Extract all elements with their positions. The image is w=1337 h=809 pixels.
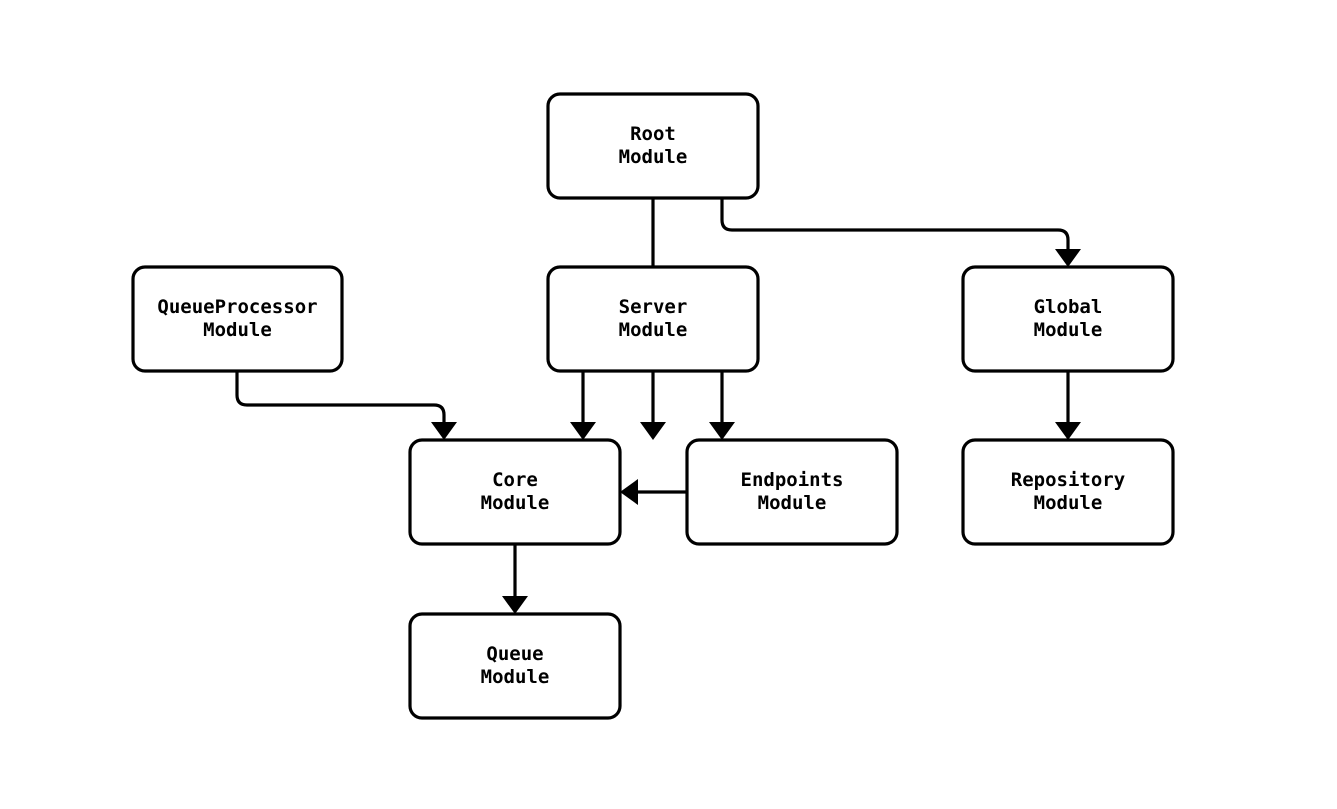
arrowhead-server-to-endpoints [709,422,735,440]
edge-root-to-global [720,198,1070,256]
node-global[interactable] [961,265,1175,373]
edge-queueprocessor-to-core [235,371,446,429]
node-queueprocessor[interactable] [131,265,344,373]
node-queue[interactable] [408,612,622,720]
node-server[interactable] [546,265,760,373]
arrowhead-core-to-queue [502,596,528,614]
node-endpoints[interactable] [685,438,899,546]
nodes-layer [131,92,1175,720]
node-core[interactable] [408,438,622,546]
node-root[interactable] [546,92,760,200]
arrowhead-queueprocessor-to-core [431,422,457,440]
edges-layer [235,198,1081,614]
arrowhead-global-to-repository [1055,422,1081,440]
arrowhead-root-to-global [1055,249,1081,267]
arrowhead-server-to-core [570,422,596,440]
node-repository[interactable] [961,438,1175,546]
arrowhead-root-to-server [640,422,666,440]
arrowhead-endpoints-to-core [620,479,638,505]
